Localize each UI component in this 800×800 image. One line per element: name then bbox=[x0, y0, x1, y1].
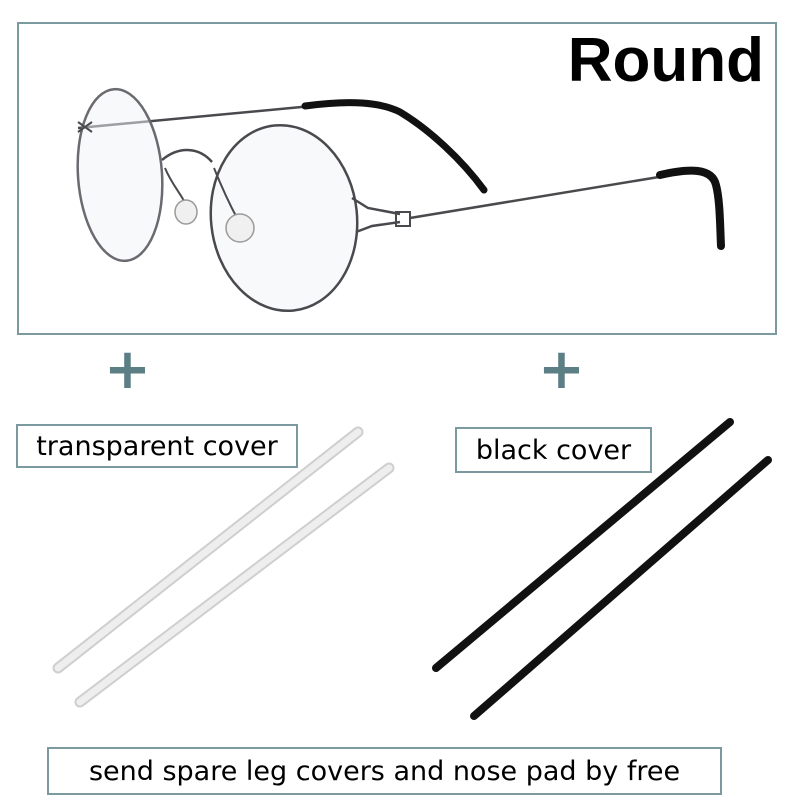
nose-pad-right bbox=[225, 213, 255, 243]
right-hinge-link bbox=[351, 196, 401, 216]
left-temple-tip bbox=[301, 99, 488, 194]
plus-icon: + bbox=[104, 337, 151, 402]
right-lens bbox=[209, 123, 359, 313]
transparent-cover-image bbox=[52, 426, 395, 708]
black-cover-label: black cover bbox=[455, 427, 652, 473]
bridge bbox=[161, 148, 213, 163]
right-temple-arm bbox=[409, 174, 666, 220]
transparent-cover-label: transparent cover bbox=[16, 424, 298, 468]
transparent-cover-2 bbox=[76, 464, 393, 706]
right-temple-tip bbox=[656, 166, 725, 250]
nose-pad-arm-left bbox=[164, 167, 187, 206]
plus-icon: + bbox=[538, 337, 585, 402]
transparent-cover-1 bbox=[54, 428, 362, 672]
black-cover-2 bbox=[470, 456, 772, 720]
right-hinge bbox=[395, 211, 411, 227]
nose-pad-left bbox=[174, 199, 198, 225]
black-cover-1 bbox=[432, 418, 734, 672]
left-hinge bbox=[77, 121, 93, 133]
right-hinge-lower bbox=[355, 220, 401, 234]
style-title: Round bbox=[567, 26, 764, 95]
left-lens bbox=[76, 87, 164, 263]
footer-note: send spare leg covers and nose pad by fr… bbox=[47, 747, 722, 795]
round-glasses-image bbox=[76, 87, 725, 313]
black-cover-image bbox=[432, 418, 772, 720]
